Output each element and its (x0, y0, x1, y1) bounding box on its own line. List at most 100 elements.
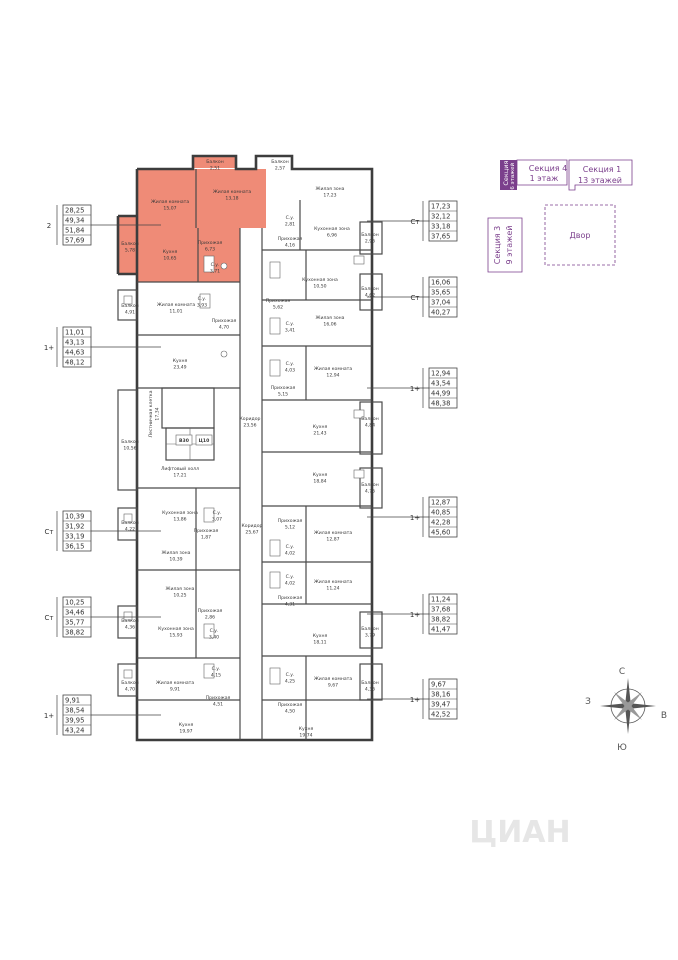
room-label: Прихожая (198, 240, 223, 246)
apartment-area-value: 39,47 (431, 701, 450, 709)
room-label: Балкон (121, 520, 139, 526)
room-label: Жилая комната (314, 579, 352, 585)
sanitary-fixtures (123, 255, 365, 685)
room-label: Кухня (313, 424, 328, 430)
apartment-area-value: 28,25 (65, 207, 84, 215)
apartment-area-value: 37,04 (431, 299, 450, 307)
apartment-area-value: 37,68 (431, 606, 450, 614)
room-label: С.у. (286, 215, 295, 221)
room-label: Прихожая (194, 528, 219, 534)
room-label: Балкон (361, 416, 379, 422)
apartment-area-value: 35,77 (65, 619, 84, 627)
room-area: 10,50 (313, 284, 326, 290)
apartment-type: 1+ (44, 712, 54, 720)
room-area: 3,41 (285, 328, 295, 334)
apartment-area-value: 12,94 (431, 370, 450, 378)
room-area: 17,23 (323, 193, 336, 199)
section2-label: Секция 2 (502, 154, 510, 185)
room-label: Лифтовый холл (161, 465, 199, 472)
room-label: Жилая комната (314, 676, 352, 682)
compass-rose-icon: С В Ю З (585, 667, 667, 753)
apartment-area-value: 9,91 (65, 697, 80, 705)
room-label: Кухонная зона (302, 277, 338, 283)
apartment-area-value: 16,06 (431, 279, 450, 287)
room-label: Кухонная зона (158, 626, 194, 632)
apartment-area-value: 32,12 (431, 213, 450, 221)
room-label: С.у. (210, 628, 219, 634)
apartment-type: 1+ (44, 344, 54, 352)
room-label: С.у. (286, 574, 295, 580)
room-area: 4,50 (285, 709, 295, 715)
room-area: 10,25 (173, 593, 186, 599)
room-label: Прихожая (278, 702, 303, 708)
room-area: 3,40 (209, 635, 219, 641)
apartment-area-value: 51,84 (65, 227, 84, 235)
room-area: 13,18 (225, 196, 238, 202)
room-area: 2,86 (205, 615, 215, 621)
room-label: С.у. (286, 361, 295, 367)
apartment-area-value: 43,54 (431, 380, 450, 388)
room-label: Балкон (206, 159, 224, 165)
room-area: 2,57 (275, 166, 285, 172)
room-label: Кухня (313, 472, 328, 478)
compass-east: В (661, 711, 667, 721)
room-area: 17,21 (173, 473, 186, 479)
apartment-type: Ст (411, 294, 420, 302)
room-label: Жилая комната (151, 199, 189, 205)
room-area: 2,96 (365, 239, 375, 245)
room: С.у.4,15 (211, 666, 221, 679)
room-label: Коридор (240, 416, 261, 422)
room-label: С.у. (211, 262, 220, 268)
apartment-area-value: 49,34 (65, 217, 84, 225)
room-label: Кухня (179, 722, 194, 728)
apartment-type: Ст (45, 528, 54, 536)
room-label: С.у. (198, 296, 207, 302)
section4-floors: 1 этаж (530, 174, 559, 183)
highlighted-apartment[interactable] (118, 156, 266, 282)
room-label: Кухня (163, 249, 178, 255)
room-area: 4,02 (285, 581, 295, 587)
room-label: Балкон (361, 232, 379, 238)
room: С.у.4,03 (285, 361, 295, 374)
room-label: Кухня (173, 358, 188, 364)
apartment-area-value: 42,28 (431, 519, 450, 527)
room-area: 10,65 (163, 256, 176, 262)
room-area: 2,81 (285, 222, 295, 228)
room: С.у.4,25 (285, 672, 295, 685)
compass-north: С (619, 667, 625, 677)
elevator-mark-2: Ц10 (199, 438, 210, 444)
room-label: С.у. (212, 666, 221, 672)
room-area: 4,03 (285, 368, 295, 374)
